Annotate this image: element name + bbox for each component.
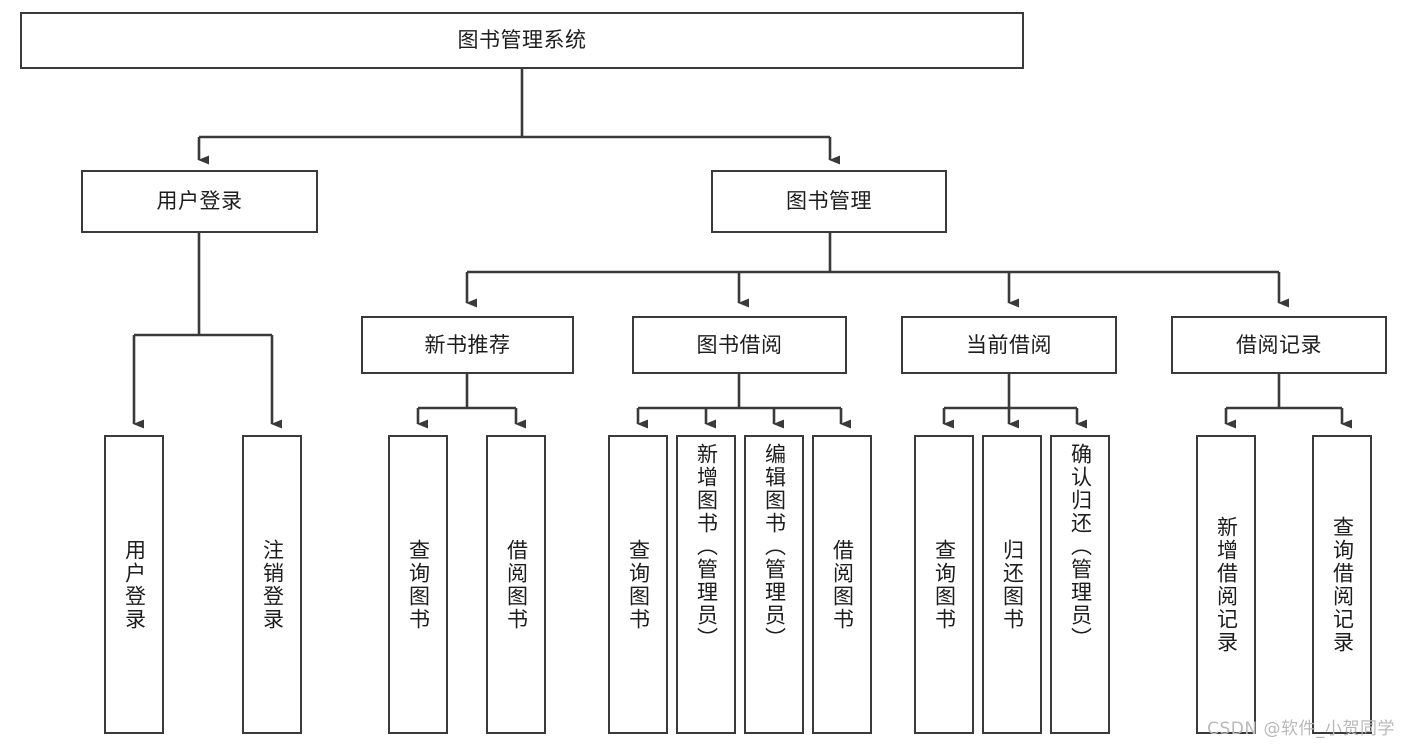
leaf-confirm-return-admin[interactable]: 确认归还（管理员） xyxy=(1050,435,1110,734)
leaf-add-book-admin[interactable]: 新增图书（管理员） xyxy=(676,435,736,734)
leaf-query-book-recommend[interactable]: 查询图书 xyxy=(388,435,448,734)
node-book-management[interactable]: 图书管理 xyxy=(711,170,947,233)
leaf-borrow-book-recommend[interactable]: 借阅图书 xyxy=(486,435,546,734)
leaf-borrow-book[interactable]: 借阅图书 xyxy=(812,435,872,734)
leaf-query-borrow-record[interactable]: 查询借阅记录 xyxy=(1312,435,1372,734)
node-label: 新书推荐 xyxy=(424,332,511,357)
node-label: 归还图书 xyxy=(1000,538,1025,631)
node-current-borrow[interactable]: 当前借阅 xyxy=(901,316,1117,374)
leaf-logout[interactable]: 注销登录 xyxy=(242,435,302,734)
node-label: 查询借阅记录 xyxy=(1330,515,1355,654)
node-label: 图书管理系统 xyxy=(457,28,587,53)
node-root-system[interactable]: 图书管理系统 xyxy=(20,12,1024,69)
node-label: 借阅图书 xyxy=(504,538,529,631)
node-label: 新增借阅记录 xyxy=(1214,515,1239,654)
node-book-borrow[interactable]: 图书借阅 xyxy=(632,316,847,374)
node-label: 用户登录 xyxy=(122,538,147,631)
node-label: 查询图书 xyxy=(626,538,651,631)
node-label: 借阅图书 xyxy=(830,538,855,631)
leaf-user-login[interactable]: 用户登录 xyxy=(104,435,164,734)
node-new-book-recommend[interactable]: 新书推荐 xyxy=(361,316,574,374)
leaf-query-book-borrow[interactable]: 查询图书 xyxy=(608,435,668,734)
watermark-text: CSDN @软件_小贺同学 xyxy=(1207,719,1395,739)
leaf-query-book-current[interactable]: 查询图书 xyxy=(914,435,974,734)
node-label: 当前借阅 xyxy=(966,332,1052,357)
node-user-login[interactable]: 用户登录 xyxy=(81,170,318,233)
leaf-add-borrow-record[interactable]: 新增借阅记录 xyxy=(1196,435,1256,734)
node-label: 图书管理 xyxy=(786,189,872,214)
node-label: 注销登录 xyxy=(260,538,285,631)
node-label: 新增图书（管理员） xyxy=(694,443,719,650)
leaf-return-book[interactable]: 归还图书 xyxy=(982,435,1042,734)
node-label: 编辑图书（管理员） xyxy=(762,443,787,650)
node-label: 借阅记录 xyxy=(1236,332,1322,357)
node-label: 查询图书 xyxy=(932,538,957,631)
node-label: 图书借阅 xyxy=(696,332,783,357)
node-borrow-record[interactable]: 借阅记录 xyxy=(1171,316,1387,374)
node-label: 用户登录 xyxy=(156,189,243,214)
leaf-edit-book-admin[interactable]: 编辑图书（管理员） xyxy=(744,435,804,734)
node-label: 查询图书 xyxy=(406,538,431,631)
node-label: 确认归还（管理员） xyxy=(1068,443,1093,650)
